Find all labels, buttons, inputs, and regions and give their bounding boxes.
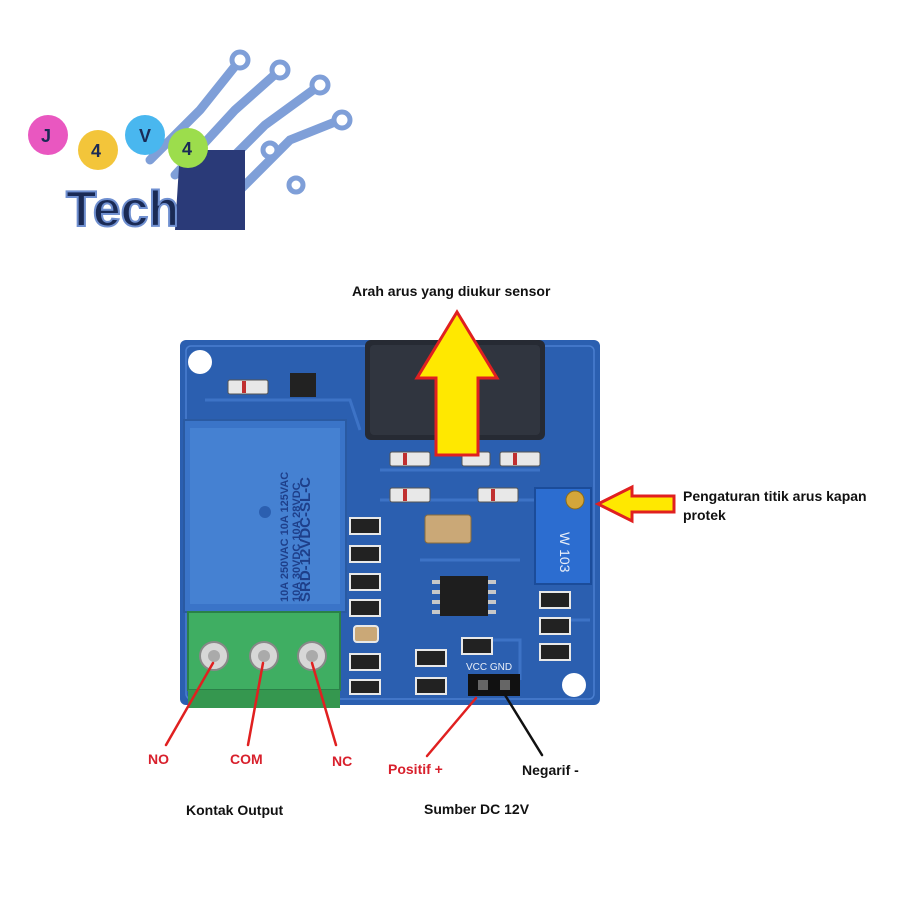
relay-srd-12vdc: SRD-12VDC-SL-C 10A 250VAC 10A 125VAC 10A… [183, 419, 347, 613]
potentiometer-r13: W 103 [534, 487, 592, 585]
power-header: VCC GND [466, 662, 520, 696]
capacitor-c1 [424, 514, 472, 544]
power-label-positive: Positif + [388, 761, 443, 777]
logo-ball-j [28, 115, 68, 155]
logo-letter-4b: 4 [182, 139, 192, 159]
j4v4-tech-logo: J 4 V 4 Tech [28, 49, 353, 238]
current-direction-label: Arah arus yang diukur sensor [352, 283, 551, 299]
terminal-label-no: NO [148, 751, 169, 767]
power-label-negative: Negarif - [522, 762, 579, 778]
adjustment-label: Pengaturan titik arus kapan protek [683, 488, 867, 523]
relay-rating-line-1: 10A 250VAC 10A 125VAC [279, 472, 291, 602]
black-pointer-line [503, 693, 544, 757]
pot-value-text: W 103 [557, 532, 573, 573]
logo-letter-v: V [139, 126, 151, 146]
mount-hole-top-left [188, 350, 212, 374]
resistor-column-right [539, 591, 571, 661]
current-direction-arrow [414, 309, 500, 457]
vcc-gnd-silkscreen: VCC GND [466, 662, 512, 673]
capacitor-c2 [353, 625, 379, 643]
relay-model-text: SRD-12VDC-SL-C [297, 477, 314, 602]
logo-dark-block [175, 150, 245, 230]
logo-ball-4a [78, 130, 118, 170]
adjustment-arrow [594, 484, 676, 524]
terminal-label-com: COM [230, 751, 263, 767]
resistor-group-middle [415, 637, 493, 695]
logo-ball-v [125, 115, 165, 155]
output-contact-caption: Kontak Output [186, 802, 284, 818]
resistor-column-left [349, 517, 381, 695]
ic-chip [432, 576, 496, 616]
red-pointer-lines [164, 661, 478, 758]
diode-d6 [227, 379, 269, 395]
output-terminal-block [187, 611, 341, 708]
relay-rating-line-2: 10A 30VDC 10A 28VDC [291, 482, 303, 602]
logo-letter-j: J [41, 126, 51, 146]
logo-ball-4b [168, 128, 208, 168]
logo-word-tech: Tech [66, 181, 179, 237]
power-source-caption: Sumber DC 12V [424, 801, 530, 817]
terminal-label-nc: NC [332, 753, 353, 769]
logo-letter-4a: 4 [91, 141, 101, 161]
logo-circuit-nodes [229, 49, 353, 195]
mount-hole-bottom-right [562, 673, 586, 697]
relay-module-board: SRD-12VDC-SL-C 10A 250VAC 10A 125VAC 10A… [180, 340, 600, 708]
transistor-q1 [290, 373, 316, 397]
